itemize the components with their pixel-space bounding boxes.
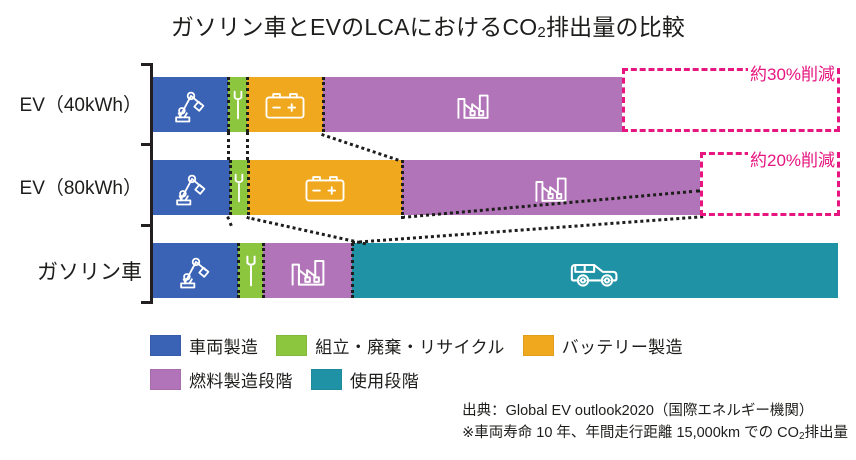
axis-tick-2 xyxy=(141,224,152,227)
segment-divider xyxy=(247,160,250,215)
footnote-part1: ※車両寿命 10 年、年間走行距離 15,000km での CO xyxy=(462,425,799,442)
battery-icon xyxy=(305,175,345,202)
segment-divider xyxy=(229,160,232,215)
legend-item-battery-manufacturing[interactable]: バッテリー製造 xyxy=(522,333,683,358)
wrench-icon xyxy=(234,173,244,202)
footnote-subscript: 2 xyxy=(798,431,805,443)
footnote-part2: 排出量 xyxy=(804,425,849,442)
segment-use-phase[interactable] xyxy=(352,243,838,298)
segment-fuel-production[interactable] xyxy=(263,243,352,298)
segment-divider xyxy=(401,160,404,215)
connector-line xyxy=(246,216,367,246)
bar-gasoline xyxy=(153,243,838,298)
bar-ev80 xyxy=(153,160,700,215)
segment-divider xyxy=(262,243,265,298)
legend-row-2: 燃料製造段階 使用段階 xyxy=(150,367,850,393)
source-notes: 出典：Global EV outlook2020（国際エネルギー機関） ※車両寿… xyxy=(462,400,848,445)
legend-swatch-fuel-production xyxy=(150,369,181,390)
segment-fuel-production[interactable] xyxy=(402,160,700,215)
segment-vehicle-manufacturing[interactable] xyxy=(153,160,230,215)
robot-arm-icon xyxy=(175,174,205,205)
robot-arm-icon xyxy=(179,257,209,288)
segment-divider xyxy=(237,243,240,298)
axis-tick-bottom xyxy=(141,301,152,304)
factory-icon xyxy=(291,259,324,286)
category-label-gasoline: ガソリン車 xyxy=(37,261,142,284)
legend-swatch-vehicle-manufacturing xyxy=(150,335,181,356)
legend-swatch-battery-manufacturing xyxy=(522,335,554,356)
legend-swatch-assembly-disposal-recycle xyxy=(276,335,308,356)
segment-assembly-disposal-recycle[interactable] xyxy=(230,160,248,215)
legend-item-use-phase[interactable]: 使用段階 xyxy=(310,367,420,392)
connector-line xyxy=(321,133,399,162)
chart-title: ガソリン車とEVのLCAにおけるCO2排出量の比較 xyxy=(0,8,856,42)
car-icon xyxy=(570,263,618,287)
legend: 車両製造 組立・廃棄・リサイクル バッテリー製造 燃料製造段階 使用段階 xyxy=(150,333,850,401)
axis-tick-1 xyxy=(141,143,152,146)
factory-icon xyxy=(456,94,489,119)
segment-divider xyxy=(227,77,230,132)
connector-line xyxy=(246,132,252,160)
battery-icon xyxy=(265,92,305,119)
segment-divider xyxy=(351,243,354,298)
source-line: 出典：Global EV outlook2020（国際エネルギー機関） xyxy=(462,403,814,419)
callout-box-30 xyxy=(622,68,840,132)
factory-icon xyxy=(535,177,567,202)
category-label-gasoline-wrap: ガソリン車 xyxy=(0,256,142,286)
axis-tick-top xyxy=(141,63,152,66)
category-label-ev40: EV（40kWh） xyxy=(19,95,142,116)
legend-swatch-use-phase xyxy=(310,369,342,390)
segment-battery-manufacturing[interactable] xyxy=(247,77,323,132)
callout-label-30: 約30%削減 xyxy=(748,60,838,85)
legend-label-assembly-disposal-recycle: 組立・廃棄・リサイクル xyxy=(315,338,505,357)
segment-assembly-disposal-recycle[interactable] xyxy=(238,243,263,298)
callout-label-20: 約20%削減 xyxy=(748,146,838,171)
robot-arm-icon xyxy=(174,91,204,122)
wrench-icon xyxy=(233,90,242,119)
chart-title-part2: 排出量の比較 xyxy=(545,14,686,40)
connector-line xyxy=(352,215,704,244)
segment-fuel-production[interactable] xyxy=(323,77,622,132)
segment-battery-manufacturing[interactable] xyxy=(248,160,402,215)
legend-label-fuel-production: 燃料製造段階 xyxy=(189,372,293,391)
legend-label-battery-manufacturing: バッテリー製造 xyxy=(561,338,683,357)
chart-title-part1: ガソリン車とEVのLCAにおけるCO xyxy=(170,14,538,40)
bar-ev40 xyxy=(153,77,622,132)
plot-area: EV（40kWh） EV（80kWh） ガソリン車 xyxy=(0,60,840,304)
category-label-ev80: EV（80kWh） xyxy=(19,178,142,199)
segment-vehicle-manufacturing[interactable] xyxy=(153,243,238,298)
legend-item-assembly-disposal-recycle[interactable]: 組立・廃棄・リサイクル xyxy=(276,333,504,358)
segment-vehicle-manufacturing[interactable] xyxy=(153,77,228,132)
wrench-icon xyxy=(245,255,256,286)
footnote-line: ※車両寿命 10 年、年間走行距離 15,000km での CO2排出量 xyxy=(462,422,848,445)
segment-divider xyxy=(322,77,325,132)
connector-line xyxy=(227,132,233,160)
connector-line xyxy=(226,216,233,227)
category-axis-line xyxy=(150,63,153,304)
legend-label-vehicle-manufacturing: 車両製造 xyxy=(189,338,259,357)
segment-divider xyxy=(246,77,249,132)
category-label-ev80-wrap: EV（80kWh） xyxy=(0,173,142,200)
legend-row-1: 車両製造 組立・廃棄・リサイクル バッテリー製造 xyxy=(150,333,850,359)
segment-assembly-disposal-recycle[interactable] xyxy=(228,77,247,132)
category-label-ev40-wrap: EV（40kWh） xyxy=(0,90,142,117)
chart-title-subscript: 2 xyxy=(537,24,546,41)
legend-label-use-phase: 使用段階 xyxy=(349,372,420,391)
legend-item-vehicle-manufacturing[interactable]: 車両製造 xyxy=(150,333,258,358)
legend-item-fuel-production[interactable]: 燃料製造段階 xyxy=(150,367,293,392)
